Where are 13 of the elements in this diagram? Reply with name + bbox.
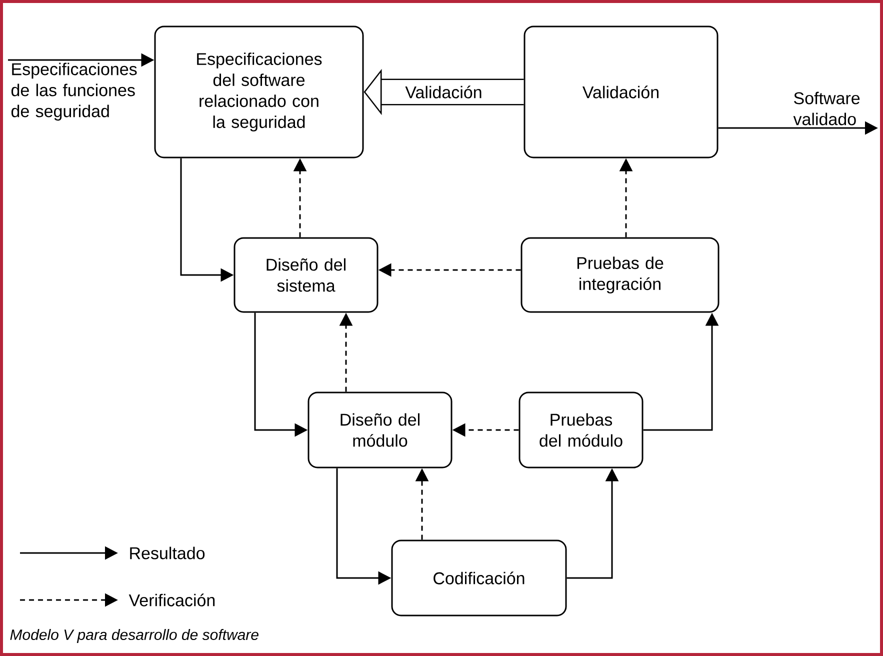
process-box: Especificaciones del software relacionado con la seguridad — [154, 26, 364, 158]
legend-label: Verificación — [128, 594, 215, 606]
process-box: Diseño del sistema — [234, 237, 378, 313]
text-label: Software validado — [793, 92, 860, 126]
text-label: Especificaciones de las funciones de seguridad — [11, 62, 137, 121]
process-box: Codificación — [391, 540, 567, 616]
caption: Modelo V para desarrollo de software — [10, 629, 258, 643]
legend-label: Resultado — [130, 546, 205, 560]
process-box: Diseño del módulo — [308, 392, 452, 468]
process-box: Pruebas de integración — [520, 237, 720, 313]
process-box: Validación — [524, 26, 718, 158]
process-box: Pruebas del módulo — [518, 392, 644, 468]
edge-label: Validación — [403, 84, 484, 100]
